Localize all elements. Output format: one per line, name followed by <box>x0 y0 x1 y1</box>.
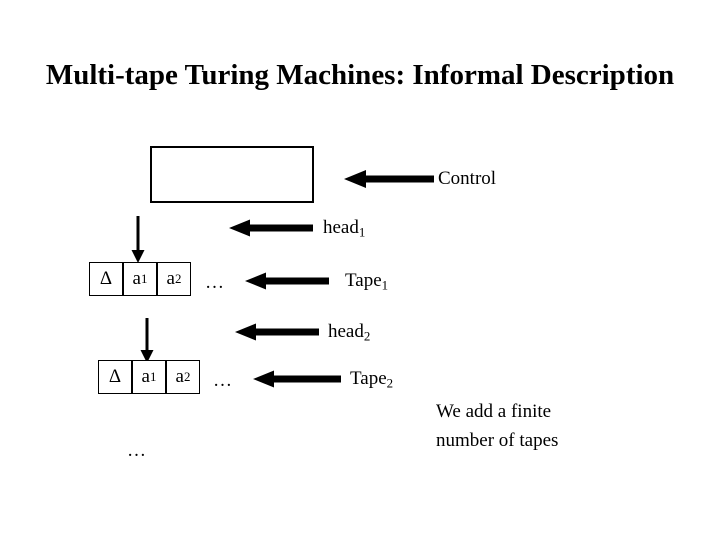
tape-2-cell-2-base: a <box>175 366 184 387</box>
tape-1-cell-1-sub: 1 <box>140 271 148 286</box>
tape-1-cell-2-base: a <box>166 268 175 289</box>
arrow-left-icon-head1 <box>229 219 313 237</box>
tape-1-ellipsis: … <box>205 272 226 293</box>
tape2-label-base: Tape <box>350 368 387 389</box>
tape2-label-sub: 2 <box>386 375 394 391</box>
arrow-down-icon-head2 <box>140 318 154 363</box>
head2-label-sub: 2 <box>363 328 371 344</box>
tape-1-cell-0: Δ <box>89 262 123 296</box>
tape-2-cell-0-base: Δ <box>108 366 122 387</box>
head1-label: head1 <box>323 218 365 240</box>
arrow-left-icon-tape2 <box>253 370 341 388</box>
head2-label-base: head <box>328 321 364 342</box>
arrow-down-icon-head1 <box>131 216 145 263</box>
tape-2-cell-1-base: a <box>141 366 150 387</box>
tape-1-cell-0-base: Δ <box>99 268 113 289</box>
tape1-label-base: Tape <box>345 270 382 291</box>
arrow-left-icon-tape1 <box>245 272 329 290</box>
note-text: We add a finite number of tapes <box>436 397 686 456</box>
tape1-label: Tape1 <box>345 271 388 293</box>
head1-label-base: head <box>323 217 359 238</box>
head2-label: head2 <box>328 322 370 344</box>
tape-2-cell-2-sub: 2 <box>183 369 191 384</box>
tape-2-cell-0: Δ <box>98 360 132 394</box>
control-label: Control <box>438 168 497 189</box>
head1-label-sub: 1 <box>358 224 366 240</box>
more-tapes-ellipsis: … <box>127 440 148 461</box>
tape-1-cell-1-base: a <box>132 268 141 289</box>
tape2-label: Tape2 <box>350 369 393 391</box>
arrow-left-icon-control <box>344 170 434 188</box>
page-title: Multi-tape Turing Machines: Informal Des… <box>45 59 675 91</box>
tape1-label-sub: 1 <box>381 277 389 293</box>
tape-2-ellipsis: … <box>213 370 234 391</box>
arrow-left-icon-head2 <box>235 323 319 341</box>
tape-1-cell-2-sub: 2 <box>174 271 182 286</box>
note-line-2: number of tapes <box>436 430 559 452</box>
control-unit-box <box>150 146 314 203</box>
note-line-1: We add a finite <box>436 401 552 422</box>
tape-2-cell-1-sub: 1 <box>149 369 157 384</box>
